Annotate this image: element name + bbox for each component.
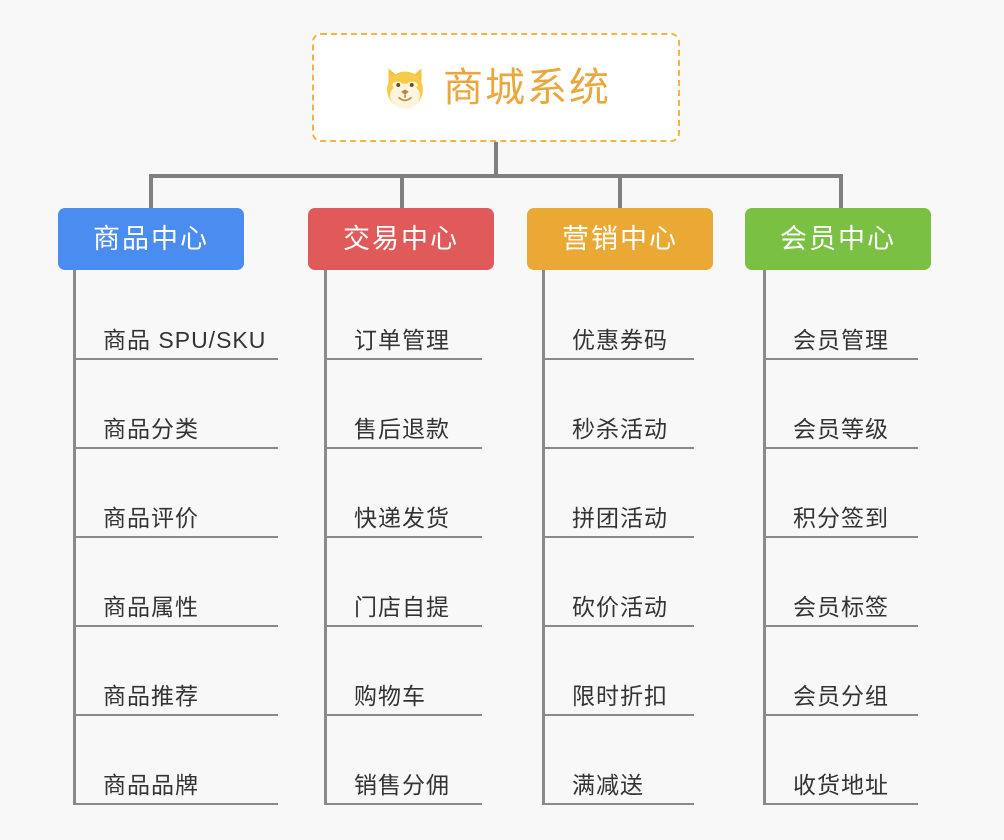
- category-label: 交易中心: [343, 223, 459, 254]
- leaf-item-label: 积分签到: [793, 505, 889, 531]
- leaf-item-label: 门店自提: [354, 594, 450, 620]
- leaf-underline: [73, 447, 278, 449]
- leaf-item[interactable]: 优惠券码: [542, 318, 668, 358]
- category-label: 营销中心: [562, 223, 678, 254]
- leaf-item-label: 秒杀活动: [572, 416, 668, 442]
- drop-line-2: [400, 174, 404, 210]
- leaf-item[interactable]: 商品分类: [73, 407, 199, 447]
- leaf-item-label: 商品 SPU/SKU: [103, 327, 267, 353]
- category-label: 会员中心: [780, 223, 896, 254]
- leaf-item[interactable]: 砍价活动: [542, 585, 668, 625]
- leaf-underline: [763, 358, 918, 360]
- leaf-item[interactable]: 商品评价: [73, 496, 199, 536]
- leaf-underline: [763, 803, 918, 805]
- leaf-underline: [763, 714, 918, 716]
- leaf-item[interactable]: 满减送: [542, 763, 644, 803]
- shiba-dog-face-icon: [387, 68, 423, 109]
- leaf-item[interactable]: 销售分佣: [324, 763, 450, 803]
- leaf-item[interactable]: 会员管理: [763, 318, 889, 358]
- leaf-underline: [542, 447, 694, 449]
- leaf-underline: [73, 803, 278, 805]
- leaf-item-label: 满减送: [572, 772, 644, 798]
- leaf-item-label: 会员标签: [793, 594, 889, 620]
- leaf-item-label: 商品属性: [103, 594, 199, 620]
- leaf-item-label: 商品推荐: [103, 683, 199, 709]
- leaf-underline: [73, 358, 278, 360]
- category-header-2[interactable]: 交易中心: [308, 208, 494, 270]
- leaf-item-label: 限时折扣: [572, 683, 668, 709]
- leaf-item[interactable]: 收货地址: [763, 763, 889, 803]
- leaf-underline: [73, 536, 278, 538]
- leaf-item[interactable]: 门店自提: [324, 585, 450, 625]
- leaf-underline: [324, 625, 482, 627]
- leaf-underline: [324, 358, 482, 360]
- leaf-underline: [763, 625, 918, 627]
- root-node[interactable]: 商城系统: [312, 33, 680, 142]
- leaf-item[interactable]: 订单管理: [324, 318, 450, 358]
- category-label: 商品中心: [93, 223, 209, 254]
- leaf-underline: [542, 358, 694, 360]
- leaf-item-label: 购物车: [354, 683, 426, 709]
- drop-line-1: [149, 174, 153, 210]
- leaf-item[interactable]: 售后退款: [324, 407, 450, 447]
- leaf-item-label: 快递发货: [354, 505, 450, 531]
- leaf-item-label: 会员管理: [793, 327, 889, 353]
- horizontal-bus-line: [149, 174, 843, 178]
- leaf-item[interactable]: 商品 SPU/SKU: [73, 318, 266, 358]
- leaf-item[interactable]: 拼团活动: [542, 496, 668, 536]
- leaf-item[interactable]: 商品属性: [73, 585, 199, 625]
- leaf-item-label: 销售分佣: [354, 772, 450, 798]
- leaf-underline: [542, 803, 694, 805]
- leaf-item-label: 商品评价: [103, 505, 199, 531]
- leaf-item[interactable]: 秒杀活动: [542, 407, 668, 447]
- leaf-item-label: 会员等级: [793, 416, 889, 442]
- leaf-item[interactable]: 会员标签: [763, 585, 889, 625]
- leaf-underline: [324, 803, 482, 805]
- root-stem-line: [494, 142, 498, 176]
- root-title: 商城系统: [443, 65, 611, 110]
- drop-line-3: [618, 174, 622, 210]
- leaf-underline: [324, 536, 482, 538]
- leaf-item[interactable]: 限时折扣: [542, 674, 668, 714]
- leaf-item[interactable]: 商品推荐: [73, 674, 199, 714]
- leaf-underline: [324, 447, 482, 449]
- drop-line-4: [839, 174, 843, 210]
- leaf-item[interactable]: 会员分组: [763, 674, 889, 714]
- leaf-item[interactable]: 快递发货: [324, 496, 450, 536]
- leaf-item-label: 优惠券码: [572, 327, 668, 353]
- leaf-item-label: 商品分类: [103, 416, 199, 442]
- leaf-item-label: 会员分组: [793, 683, 889, 709]
- category-header-4[interactable]: 会员中心: [745, 208, 931, 270]
- leaf-item[interactable]: 购物车: [324, 674, 426, 714]
- leaf-item-label: 商品品牌: [103, 772, 199, 798]
- leaf-item-label: 拼团活动: [572, 505, 668, 531]
- category-header-1[interactable]: 商品中心: [58, 208, 244, 270]
- leaf-underline: [542, 536, 694, 538]
- leaf-item-label: 售后退款: [354, 416, 450, 442]
- leaf-item-label: 砍价活动: [572, 594, 668, 620]
- leaf-underline: [73, 625, 278, 627]
- leaf-item[interactable]: 商品品牌: [73, 763, 199, 803]
- leaf-item-label: 订单管理: [354, 327, 450, 353]
- leaf-item-label: 收货地址: [793, 772, 889, 798]
- leaf-underline: [763, 536, 918, 538]
- leaf-underline: [542, 714, 694, 716]
- category-header-3[interactable]: 营销中心: [527, 208, 713, 270]
- leaf-item[interactable]: 会员等级: [763, 407, 889, 447]
- leaf-item[interactable]: 积分签到: [763, 496, 889, 536]
- leaf-underline: [763, 447, 918, 449]
- leaf-underline: [73, 714, 278, 716]
- leaf-underline: [324, 714, 482, 716]
- leaf-underline: [542, 625, 694, 627]
